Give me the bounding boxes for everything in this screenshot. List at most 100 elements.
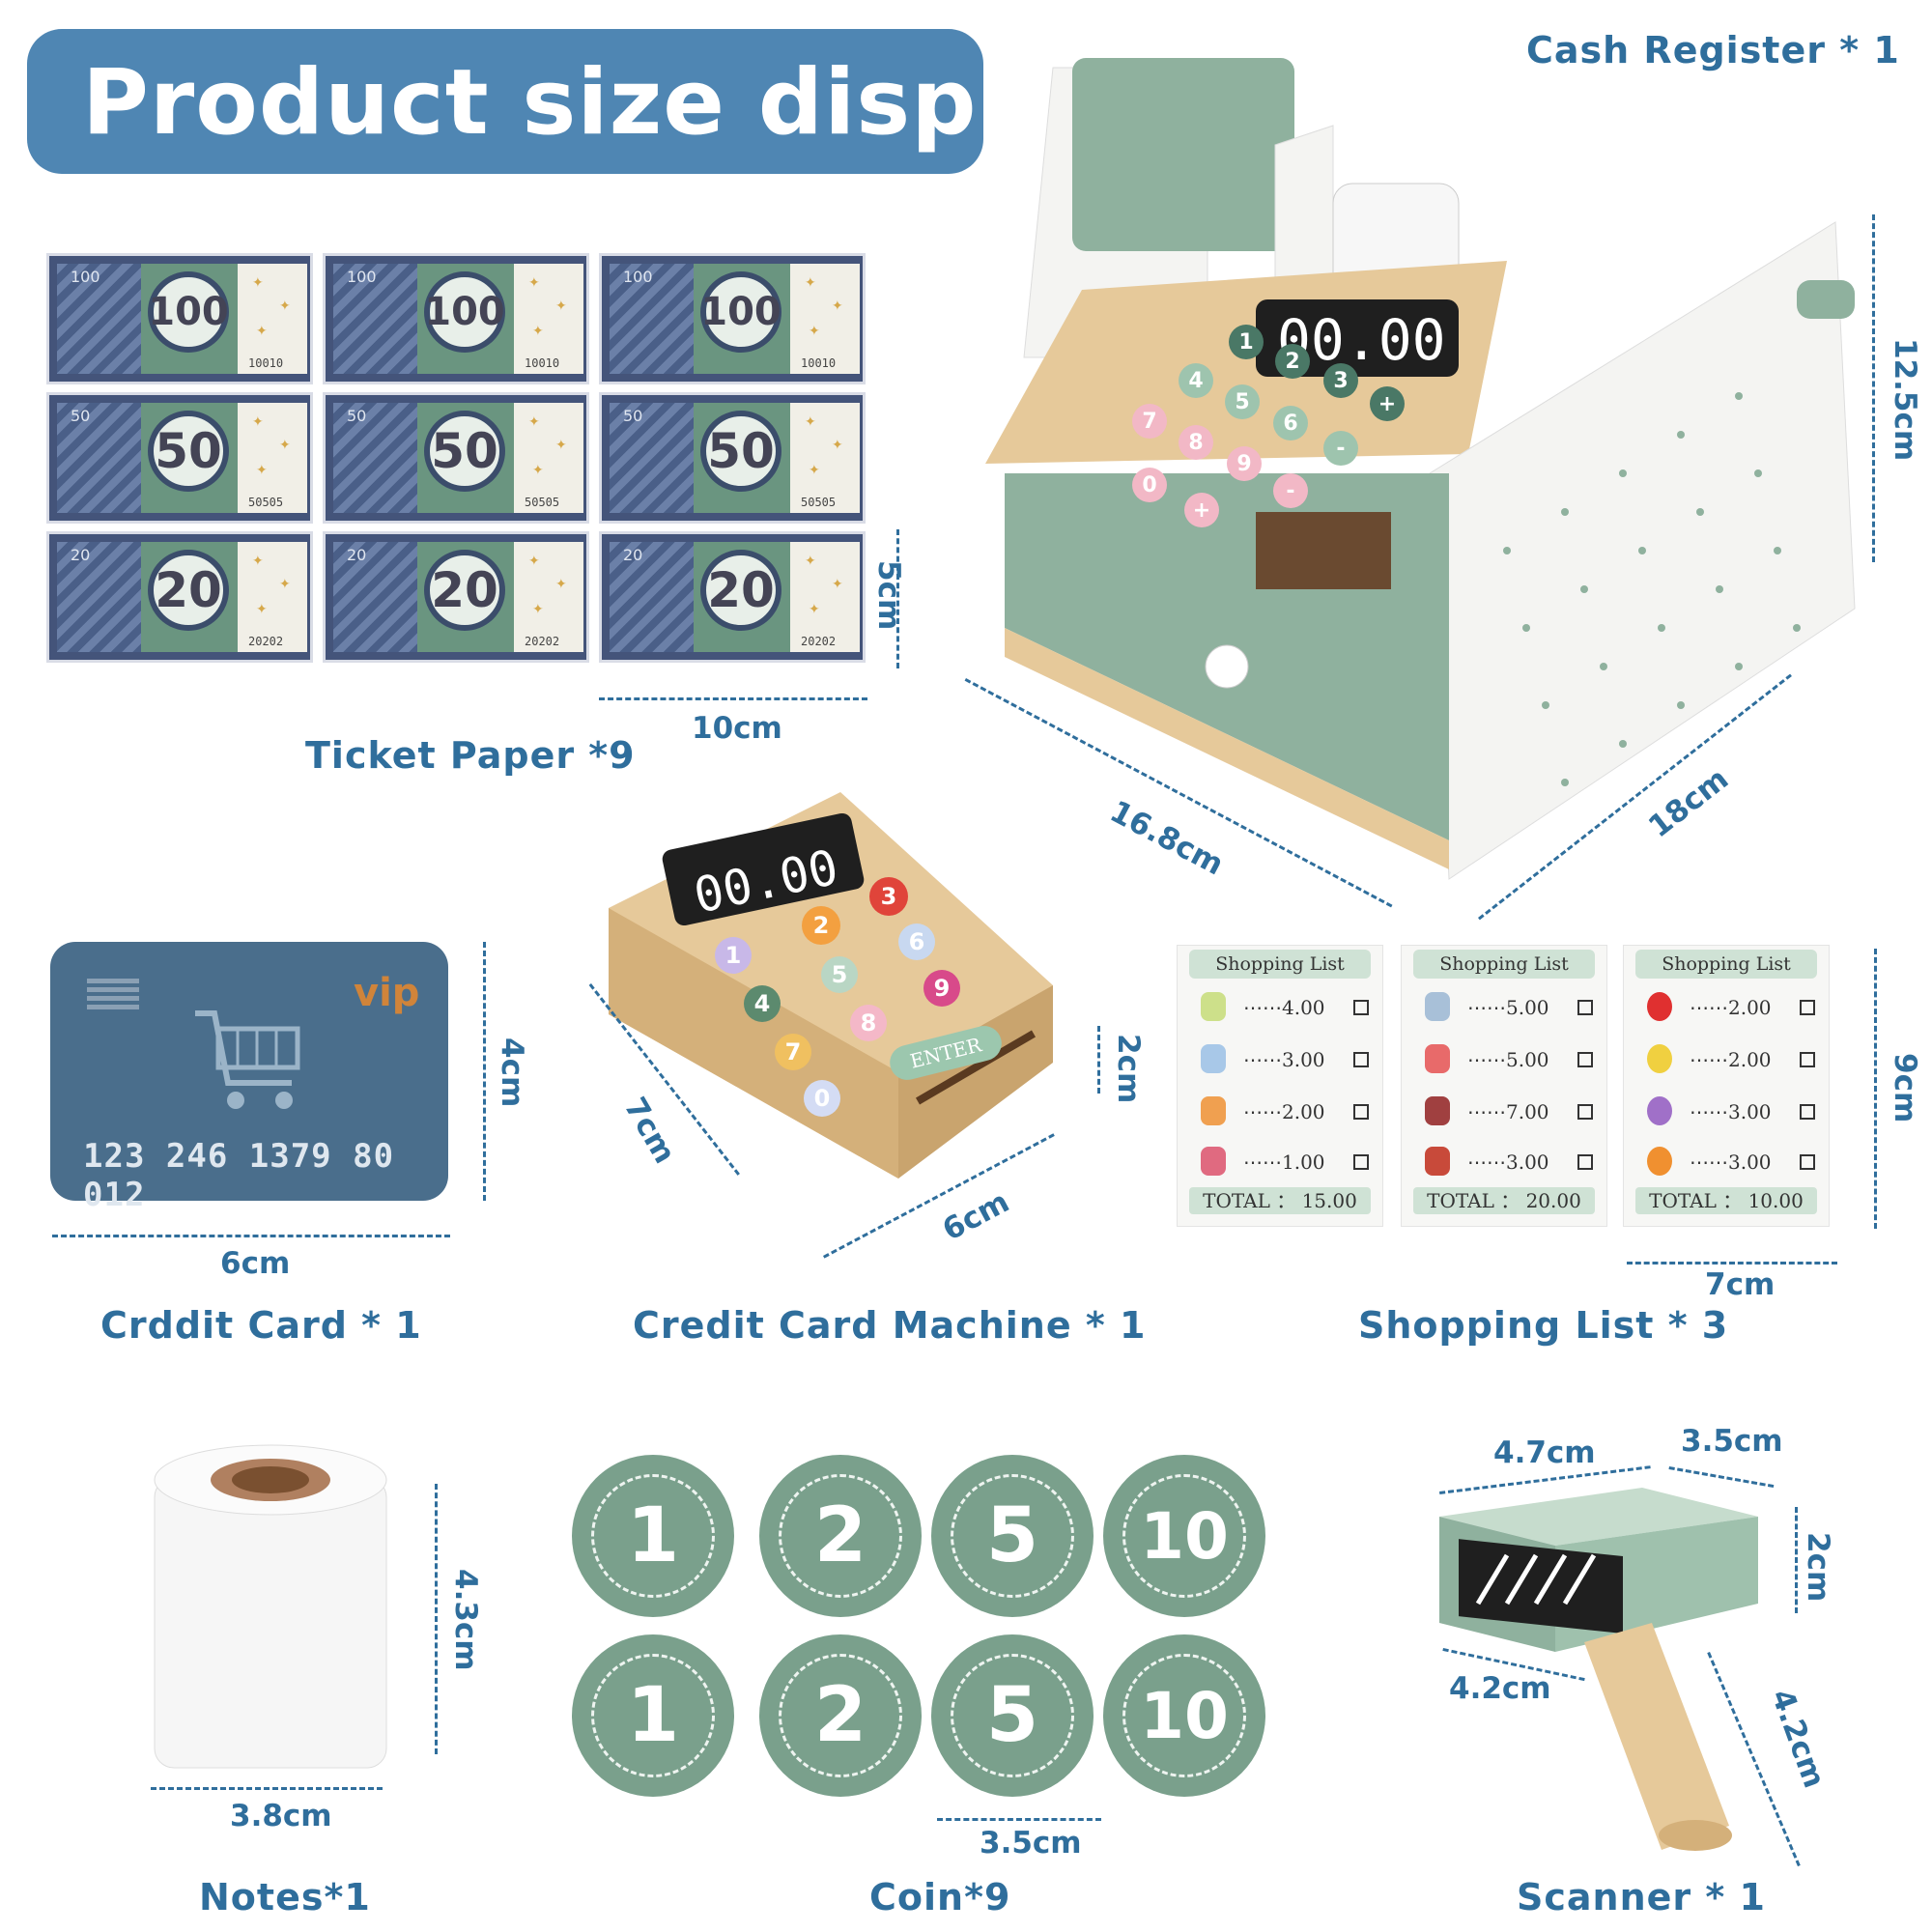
machine-key[interactable]: 5	[821, 956, 858, 993]
coin: 1	[572, 1455, 734, 1617]
list-height-line	[1874, 949, 1877, 1229]
register-key[interactable]: 1	[1229, 325, 1264, 359]
coin-caption: Coin*9	[869, 1876, 1011, 1918]
register-key[interactable]: 4	[1179, 363, 1213, 398]
coin: 5	[931, 1634, 1094, 1797]
vip-credit-card: vip 123 246 1379 80 012	[50, 942, 448, 1214]
ticket-100: 100 100 ✦✦✦ 10010	[323, 253, 589, 384]
checkbox[interactable]	[1353, 1104, 1369, 1120]
register-key[interactable]: 7	[1132, 404, 1167, 439]
machine-key[interactable]: 8	[850, 1005, 887, 1041]
card-number: 123 246 1379 80 012	[83, 1137, 395, 1214]
roll-width-label: 3.8cm	[230, 1799, 332, 1833]
register-caption: Cash Register * 1	[1526, 29, 1900, 71]
machine-height-line	[1097, 1026, 1100, 1094]
checkbox[interactable]	[1577, 1052, 1593, 1067]
checkbox[interactable]	[1800, 1104, 1815, 1120]
lemon-icon	[1647, 1044, 1672, 1073]
card-height-line	[483, 942, 486, 1201]
card-height-label: 4cm	[495, 1037, 529, 1108]
coin-diameter-label: 3.5cm	[980, 1826, 1082, 1861]
card-caption: Crddit Card * 1	[100, 1304, 422, 1347]
scanner-top-width-label: 4.7cm	[1493, 1435, 1596, 1470]
scanner-caption: Scanner * 1	[1517, 1876, 1766, 1918]
title-banner	[27, 29, 983, 174]
scanner-top-depth-label: 3.5cm	[1681, 1424, 1783, 1459]
shopping-list-total: TOTAL ： 20.00	[1413, 1187, 1595, 1214]
checkbox[interactable]	[1800, 1052, 1815, 1067]
coin: 10	[1103, 1634, 1265, 1797]
list-item: ⋯⋯2.00	[1690, 1048, 1772, 1071]
machine-key[interactable]: 2	[802, 906, 840, 945]
checkbox[interactable]	[1800, 1000, 1815, 1015]
shopping-list: Shopping List ⋯⋯2.00 ⋯⋯2.00 ⋯⋯3.00 ⋯⋯3.0…	[1623, 945, 1830, 1227]
list-item: ⋯⋯4.00	[1243, 996, 1325, 1019]
enter-key[interactable]: ENTER	[886, 1022, 1006, 1084]
paper-roll-illustration	[154, 1444, 387, 1769]
register-key[interactable]: 5	[1225, 384, 1260, 419]
register-height-line	[1872, 214, 1875, 562]
checkbox[interactable]	[1577, 1154, 1593, 1170]
ticket-100: 100 100 ✦✦✦ 10010	[599, 253, 866, 384]
register-key[interactable]: 3	[1323, 363, 1358, 398]
machine-key[interactable]: 7	[775, 1034, 811, 1070]
roll-height-label: 4.3cm	[448, 1569, 483, 1671]
checkbox[interactable]	[1353, 1052, 1369, 1067]
scanner-head-height-line	[1795, 1507, 1798, 1613]
ticket-50: 50 50 ✦✦✦ 50505	[46, 392, 313, 524]
register-key[interactable]: 2	[1275, 344, 1310, 379]
register-keypad: 1 2 3 4 5 6 + 7 8 9 - 0 + -	[1132, 319, 1430, 531]
card-machine-keypad: 1 2 3 4 5 6 7 8 9 0 ENTER	[696, 869, 1043, 1121]
register-key[interactable]: 9	[1227, 446, 1262, 481]
register-key[interactable]: 8	[1179, 425, 1213, 460]
card-chip-icon	[87, 977, 139, 1009]
scanner-head-height-label: 2cm	[1801, 1532, 1835, 1603]
shopping-list: Shopping List ⋯⋯4.00 ⋯⋯3.00 ⋯⋯2.00 ⋯⋯1.0…	[1177, 945, 1383, 1227]
coin: 2	[759, 1634, 922, 1797]
card-brand: vip	[354, 971, 420, 1015]
roll-width-line	[151, 1787, 383, 1790]
sausage-icon	[1425, 1147, 1450, 1176]
coin: 5	[931, 1455, 1094, 1617]
coin-diameter-line	[937, 1818, 1101, 1821]
shopping-list-header: Shopping List	[1635, 950, 1817, 979]
card-width-label: 6cm	[220, 1246, 291, 1281]
register-key[interactable]: -	[1273, 473, 1308, 508]
ticket-50: 50 50 ✦✦✦ 50505	[599, 392, 866, 524]
register-key[interactable]: -	[1323, 431, 1358, 466]
register-key[interactable]: +	[1184, 493, 1219, 527]
list-item: ⋯⋯3.00	[1467, 1151, 1549, 1174]
machine-key[interactable]: 4	[744, 985, 781, 1022]
machine-key[interactable]: 3	[869, 877, 908, 916]
coin: 2	[759, 1455, 922, 1617]
ticket-20: 20 20 ✦✦✦ 20202	[323, 531, 589, 663]
apple-icon	[1647, 992, 1672, 1021]
ticket-caption: Ticket Paper *9	[305, 734, 636, 777]
checkbox[interactable]	[1353, 1000, 1369, 1015]
register-key[interactable]: 0	[1132, 468, 1167, 502]
register-height-label: 12.5cm	[1888, 338, 1922, 462]
checkbox[interactable]	[1577, 1104, 1593, 1120]
register-key[interactable]: 6	[1273, 406, 1308, 440]
machine-key[interactable]: 6	[898, 923, 935, 960]
roll-height-line	[435, 1484, 438, 1754]
ticket-100: 100 100 ✦✦✦ 10010	[46, 253, 313, 384]
checkbox[interactable]	[1577, 1000, 1593, 1015]
list-width-label: 7cm	[1705, 1267, 1776, 1302]
list-height-label: 9cm	[1888, 1053, 1922, 1123]
ticket-grid: 100 100 ✦✦✦ 10010 100 100 ✦✦✦ 10010 100 …	[46, 253, 873, 667]
machine-key[interactable]: 0	[804, 1080, 840, 1117]
checkbox[interactable]	[1353, 1154, 1369, 1170]
checkbox[interactable]	[1800, 1154, 1815, 1170]
ticket-50: 50 50 ✦✦✦ 50505	[323, 392, 589, 524]
list-item: ⋯⋯5.00	[1467, 1048, 1549, 1071]
machine-key[interactable]: 9	[923, 970, 960, 1007]
shopping-list: Shopping List ⋯⋯5.00 ⋯⋯5.00 ⋯⋯7.00 ⋯⋯3.0…	[1401, 945, 1607, 1227]
register-key[interactable]: +	[1370, 386, 1405, 421]
orange-icon	[1647, 1147, 1672, 1176]
machine-key[interactable]: 1	[715, 937, 752, 974]
scanner-illustration	[1439, 1488, 1758, 1851]
notes-caption: Notes*1	[199, 1876, 371, 1918]
ticket-height-line	[896, 529, 899, 668]
list-item: ⋯⋯2.00	[1243, 1100, 1325, 1123]
